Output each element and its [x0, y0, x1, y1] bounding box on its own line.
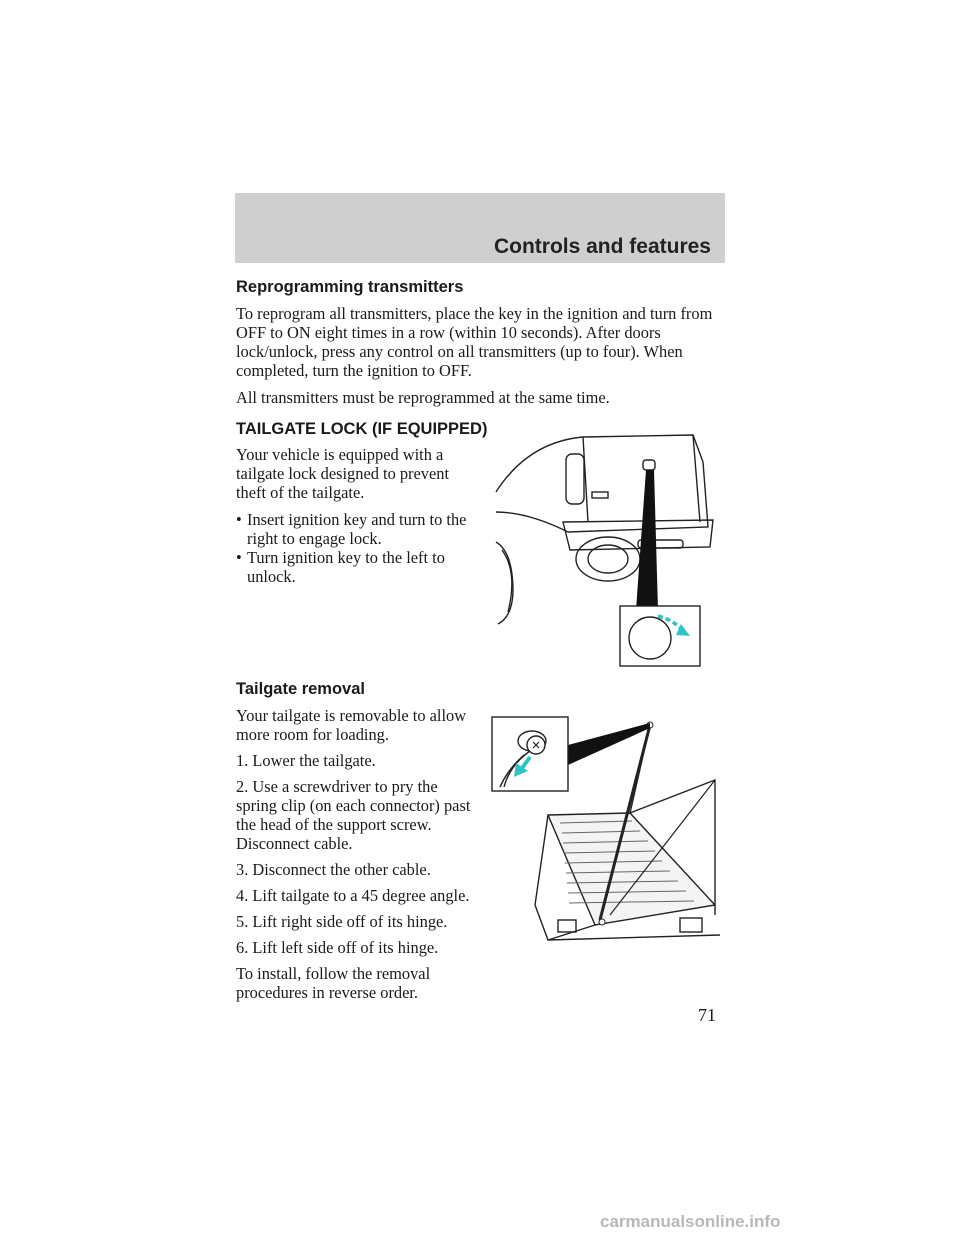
- page-number: 71: [698, 1005, 716, 1025]
- tailgate-lock-intro-line-3: theft of the tailgate.: [236, 483, 365, 502]
- reprogramming-note: All transmitters must be reprogrammed at…: [236, 388, 610, 407]
- bullet-engage-lock: • Insert ignition key and turn to the ri…: [236, 510, 476, 550]
- removal-step-2-line-2: spring clip (on each connector) past: [236, 796, 471, 815]
- bullet-text-line-1: Turn ignition key to the left to: [247, 548, 445, 567]
- heading-tailgate-lock: TAILGATE LOCK (IF EQUIPPED): [236, 420, 488, 438]
- bullet-symbol: •: [236, 510, 242, 529]
- tailgate-lock-illustration: [495, 434, 714, 667]
- removal-step-5: 5. Lift right side off of its hinge.: [236, 912, 448, 931]
- watermark: carmanualsonline.info: [600, 1212, 781, 1231]
- removal-step-2-line-4: Disconnect cable.: [236, 834, 353, 853]
- bullet-unlock: • Turn ignition key to the left to unloc…: [236, 548, 476, 588]
- heading-reprogramming: Reprogramming transmitters: [236, 278, 464, 296]
- reprogramming-paragraph-line-4: completed, turn the ignition to OFF.: [236, 361, 472, 380]
- removal-step-4: 4. Lift tailgate to a 45 degree angle.: [236, 886, 470, 905]
- removal-step-3: 3. Disconnect the other cable.: [236, 860, 431, 879]
- reprogramming-paragraph-line-2: OFF to ON eight times in a row (within 1…: [236, 323, 661, 342]
- removal-step-2-line-3: the head of the support screw.: [236, 815, 432, 834]
- tailgate-lock-intro-line-1: Your vehicle is equipped with a: [236, 445, 444, 464]
- removal-step-6: 6. Lift left side off of its hinge.: [236, 938, 439, 957]
- bullet-symbol: •: [236, 548, 242, 567]
- removal-step-2-line-1: 2. Use a screwdriver to pry the: [236, 777, 438, 796]
- bullet-text-line-2: unlock.: [247, 567, 296, 586]
- tailgate-removal-illustration: [491, 716, 721, 941]
- removal-closing-line-2: procedures in reverse order.: [236, 983, 419, 1002]
- removal-intro-line-1: Your tailgate is removable to allow: [236, 706, 467, 725]
- reprogramming-paragraph-line-3: lock/unlock, press any control on all tr…: [236, 342, 683, 361]
- bullet-text-line-1: Insert ignition key and turn to the: [247, 510, 467, 529]
- removal-closing-line-1: To install, follow the removal: [236, 964, 431, 983]
- tailgate-lock-intro-line-2: tailgate lock designed to prevent: [236, 464, 450, 483]
- removal-step-1: 1. Lower the tailgate.: [236, 751, 376, 770]
- section-title: Controls and features: [493, 235, 711, 258]
- removal-intro-line-2: more room for loading.: [236, 725, 389, 744]
- section-header-band: Controls and features: [235, 193, 725, 263]
- heading-tailgate-removal: Tailgate removal: [236, 680, 365, 698]
- reprogramming-paragraph-line-1: To reprogram all transmitters, place the…: [236, 304, 713, 323]
- bullet-text-line-2: right to engage lock.: [247, 529, 382, 548]
